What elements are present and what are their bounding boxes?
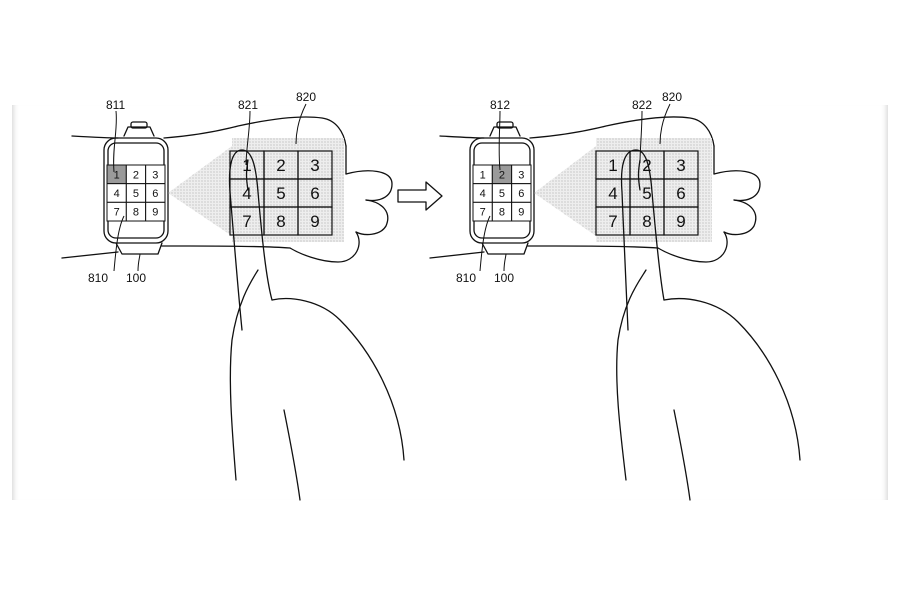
ref-810: 810 xyxy=(456,271,476,285)
key-label: 8 xyxy=(642,212,651,231)
key-label: 4 xyxy=(242,184,251,203)
right-panel: 1 2 3 4 5 6 7 8 9 1 2 3 4 5 6 7 8 9 812 822 820 810 100 xyxy=(429,90,801,501)
projection-beam xyxy=(168,146,232,236)
key-label: 2 xyxy=(133,169,139,181)
ref-100: 100 xyxy=(126,271,146,285)
key-9[interactable]: 9 xyxy=(663,206,699,236)
key-label: 3 xyxy=(310,156,319,175)
key-label: 5 xyxy=(642,184,651,203)
key-label: 3 xyxy=(518,169,524,181)
key-6: 6 xyxy=(145,183,166,203)
key-label: 8 xyxy=(133,207,139,219)
key-label: 7 xyxy=(242,212,251,231)
key-6: 6 xyxy=(511,183,532,203)
key-5: 5 xyxy=(491,183,513,203)
ref-810: 810 xyxy=(88,271,108,285)
key-label: 7 xyxy=(114,207,120,219)
arm-outline xyxy=(429,116,761,263)
ref-821: 821 xyxy=(238,98,258,112)
key-3: 3 xyxy=(511,164,532,185)
smartwatch: 1 2 3 4 5 6 7 8 9 xyxy=(103,121,169,255)
left-panel: 1 2 3 4 5 6 7 8 9 1 2 3 4 5 6 7 8 9 811 821 820 810 100 xyxy=(61,90,405,501)
key-label: 1 xyxy=(114,169,120,181)
projection-beam xyxy=(534,146,596,236)
key-label: 8 xyxy=(276,212,285,231)
key-8: 8 xyxy=(125,201,147,222)
key-label: 2 xyxy=(499,169,505,181)
key-label: 8 xyxy=(499,207,505,219)
watch-keypad-keys: 1 2 3 4 5 6 7 8 9 xyxy=(472,164,532,222)
key-5: 5 xyxy=(125,183,147,203)
key-8: 8 xyxy=(491,201,513,222)
key-label: 4 xyxy=(608,184,617,203)
key-label: 6 xyxy=(310,184,319,203)
key-label: 2 xyxy=(642,156,651,175)
key-4: 4 xyxy=(106,183,127,203)
leader-lines xyxy=(113,103,307,272)
key-label: 2 xyxy=(276,156,285,175)
ref-100: 100 xyxy=(494,271,514,285)
key-2: 2 xyxy=(491,164,513,185)
key-label: 1 xyxy=(480,169,486,181)
key-2: 2 xyxy=(125,164,147,185)
watch-keypad-keys: 1 2 3 4 5 6 7 8 9 xyxy=(106,164,166,222)
ref-822: 822 xyxy=(632,98,652,112)
key-9[interactable]: 9 xyxy=(297,206,333,236)
key-label: 6 xyxy=(676,184,685,203)
key-label: 9 xyxy=(676,212,685,231)
key-label: 7 xyxy=(608,212,617,231)
key-label: 5 xyxy=(133,188,139,200)
key-label: 7 xyxy=(480,207,486,219)
key-3: 3 xyxy=(145,164,166,185)
key-label: 5 xyxy=(499,188,505,200)
key-label: 1 xyxy=(608,156,617,175)
touching-hand xyxy=(228,149,405,501)
key-label: 4 xyxy=(114,188,120,200)
watch-body xyxy=(103,137,169,244)
projected-keypad[interactable]: 1 2 3 4 5 6 7 8 9 xyxy=(595,150,699,236)
key-1: 1 xyxy=(472,164,493,185)
key-4: 4 xyxy=(472,183,493,203)
key-1: 1 xyxy=(106,164,127,185)
key-9: 9 xyxy=(145,201,166,222)
ref-811: 811 xyxy=(106,98,125,112)
key-label: 5 xyxy=(276,184,285,203)
key-label: 4 xyxy=(480,188,486,200)
watch-body xyxy=(469,137,535,244)
key-label: 9 xyxy=(518,207,524,219)
arm-outline xyxy=(61,116,393,263)
key-9: 9 xyxy=(511,201,532,222)
leader-lines xyxy=(479,103,671,272)
key-label: 6 xyxy=(152,188,158,200)
key-label: 3 xyxy=(676,156,685,175)
key-label: 3 xyxy=(152,169,158,181)
key-label: 6 xyxy=(518,188,524,200)
key-label: 9 xyxy=(152,207,158,219)
ref-820: 820 xyxy=(662,90,682,104)
smartwatch: 1 2 3 4 5 6 7 8 9 xyxy=(469,121,535,255)
touching-hand xyxy=(616,149,801,501)
key-label: 9 xyxy=(310,212,319,231)
ref-812: 812 xyxy=(490,98,510,112)
right-arrow-icon xyxy=(397,181,443,211)
projection-area xyxy=(596,138,712,242)
ref-820: 820 xyxy=(296,90,316,104)
